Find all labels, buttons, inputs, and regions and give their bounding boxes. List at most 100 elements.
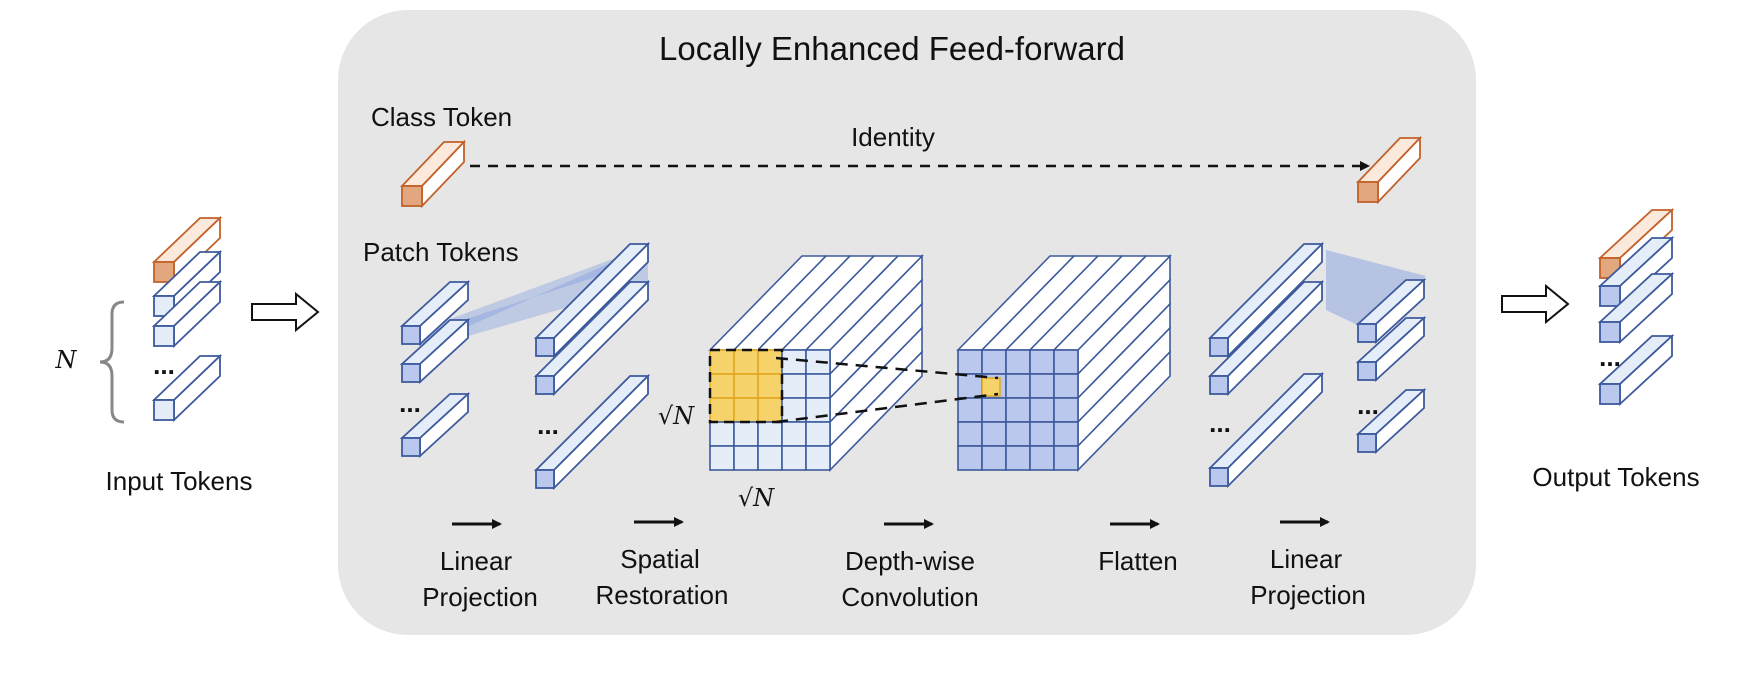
stack4-token-2-front <box>1357 361 1377 381</box>
cube2-cell-1-2 <box>1005 373 1031 399</box>
output-tokens-label: Output Tokens <box>1532 462 1699 492</box>
cube2-cell-0-0 <box>957 349 983 375</box>
cube1-cell-3-2 <box>757 421 783 447</box>
stack3-token-3 <box>1207 371 1325 489</box>
output-token-3 <box>1597 333 1675 407</box>
input-ellipsis: ... <box>153 350 175 380</box>
step1-line2: Projection <box>422 582 538 612</box>
cube2-cell-2-0 <box>957 397 983 423</box>
stack4-token-3 <box>1355 387 1427 455</box>
cube2-cell-3-0 <box>957 421 983 447</box>
cube2-cell-3-2 <box>1005 421 1031 447</box>
conv-output-cell <box>981 377 1001 397</box>
cube2-cell-4-0 <box>957 445 983 471</box>
input-class-token-front <box>153 261 175 283</box>
class-token-out-bar <box>1355 135 1423 205</box>
step1-line1: Linear <box>440 546 513 576</box>
stack2-token-2-front <box>535 375 555 395</box>
sqrt-n-vertical: √N <box>658 402 695 430</box>
cube1-cell-0-2 <box>757 349 783 375</box>
class-token-label: Class Token <box>371 102 512 132</box>
cube1-cell-2-1 <box>733 397 759 423</box>
cube1-cell-2-2 <box>757 397 783 423</box>
cube2-cell-0-1 <box>981 349 1007 375</box>
cube1-cell-4-0 <box>709 445 735 471</box>
output-token-3-front <box>1599 383 1621 405</box>
n-brace <box>99 300 125 424</box>
cube1-cell-2-4 <box>805 397 831 423</box>
class-token-in-bar <box>399 139 467 209</box>
ellipsis-stack2: ... <box>537 410 559 440</box>
cube2-cell-2-1 <box>981 397 1007 423</box>
projection-wedge-left-fill <box>420 246 648 350</box>
step4-line1: Flatten <box>1098 546 1178 576</box>
projection-wedge-left <box>420 246 648 348</box>
cube1-cell-0-1 <box>733 349 759 375</box>
cube2-cell-1-4 <box>1053 373 1079 399</box>
input-token-2 <box>151 279 223 349</box>
stack3-token-1 <box>1207 241 1325 359</box>
step5-line2: Projection <box>1250 580 1366 610</box>
output-token-1-front <box>1599 285 1621 307</box>
patch-tokens-label: Patch Tokens <box>363 237 519 267</box>
input-token-3-front <box>153 399 175 421</box>
cube1-cell-1-3 <box>781 373 807 399</box>
panel-title: Locally Enhanced Feed-forward <box>659 30 1125 67</box>
stack2-token-3-front <box>535 469 555 489</box>
cube1-cell-1-0 <box>709 373 735 399</box>
input-tokens-stack <box>151 215 223 423</box>
cube2-cell-0-2 <box>1005 349 1031 375</box>
stack1-token-1 <box>399 279 471 347</box>
step3-line1: Depth-wise <box>845 546 975 576</box>
step2-line2: Restoration <box>596 580 729 610</box>
cube2-cell-3-1 <box>981 421 1007 447</box>
identity-label: Identity <box>851 122 935 152</box>
output-token-1 <box>1597 235 1675 309</box>
output-tokens-stack <box>1597 207 1675 407</box>
class-token-in-bar-front <box>401 185 423 207</box>
stack4-token-3-front <box>1357 433 1377 453</box>
cube1-cell-1-4 <box>805 373 831 399</box>
cube1-cell-4-2 <box>757 445 783 471</box>
cube1-cell-4-1 <box>733 445 759 471</box>
cube2-cell-2-4 <box>1053 397 1079 423</box>
cube1-cell-3-3 <box>781 421 807 447</box>
stack1-token-2-front <box>401 363 421 383</box>
cube2-cell-4-4 <box>1053 445 1079 471</box>
output-ellipsis: ... <box>1599 342 1621 372</box>
cube1-cell-4-4 <box>805 445 831 471</box>
cube2-cell-2-2 <box>1005 397 1031 423</box>
stack4-token-1-front <box>1357 323 1377 343</box>
cube1-cell-0-3 <box>781 349 807 375</box>
n-symbol: N <box>55 346 78 374</box>
output-hollow-arrow <box>1501 283 1570 325</box>
cube2-cell-4-1 <box>981 445 1007 471</box>
depthwise-conv-cube <box>956 254 1172 472</box>
cube2-cell-4-3 <box>1029 445 1055 471</box>
cube1-cell-3-0 <box>709 421 735 447</box>
stack1-token-3 <box>399 391 471 459</box>
output-token-2-front <box>1599 321 1621 343</box>
cube2-cell-4-2 <box>1005 445 1031 471</box>
cube1-cell-2-0 <box>709 397 735 423</box>
stack3-token-2 <box>1207 279 1325 397</box>
token-stacks <box>399 241 1427 491</box>
cube2-cell-2-3 <box>1029 397 1055 423</box>
projection-wedge-right <box>1326 250 1426 332</box>
stack1-token-3-front <box>401 437 421 457</box>
cube2-cell-0-4 <box>1053 349 1079 375</box>
cube1-cell-3-4 <box>805 421 831 447</box>
cube1-cell-3-1 <box>733 421 759 447</box>
sqrt-n-horizontal: √N <box>738 484 775 512</box>
input-hollow-arrow <box>251 291 320 333</box>
stack3-token-1-front <box>1209 337 1229 357</box>
ellipsis-stack4: ... <box>1357 390 1379 420</box>
cube1-cell-0-0 <box>709 349 735 375</box>
input-token-2-front <box>153 325 175 347</box>
kernel-line-top <box>775 356 999 380</box>
stack3-token-2-front <box>1209 375 1229 395</box>
input-tokens-label: Input Tokens <box>106 466 253 496</box>
cube2-cell-3-3 <box>1029 421 1055 447</box>
stack2-token-1-front <box>535 337 555 357</box>
step2-line1: Spatial <box>620 544 700 574</box>
